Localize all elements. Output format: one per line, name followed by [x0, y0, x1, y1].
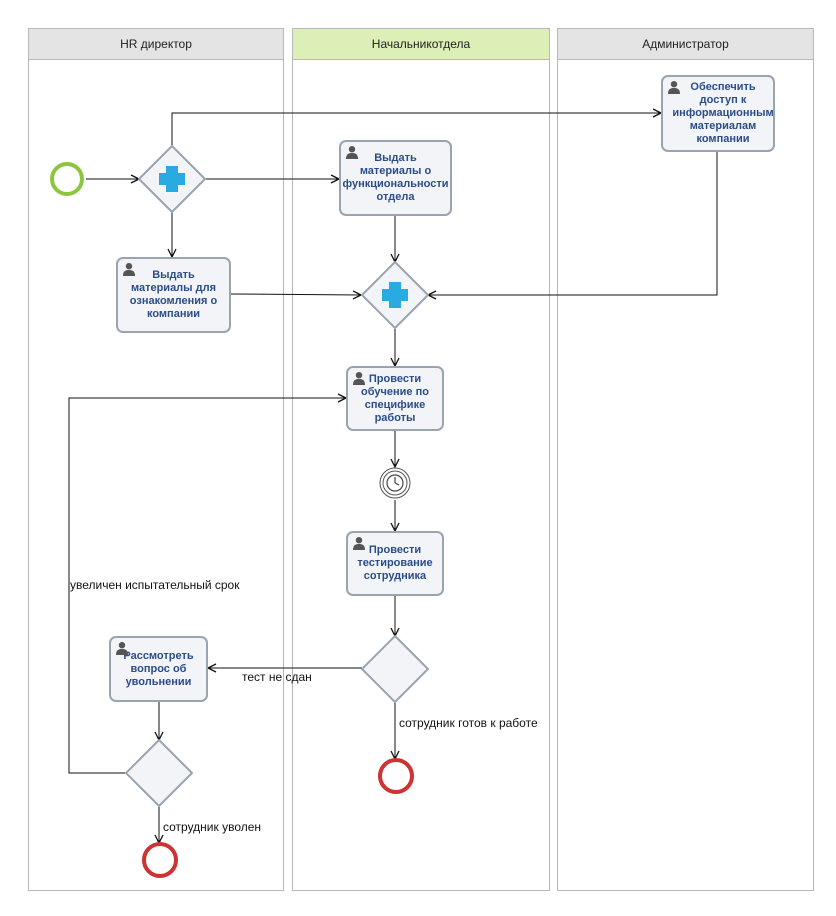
plus-icon [159, 166, 185, 192]
user-icon [353, 372, 365, 385]
lane-header-administrator: Администратор [558, 29, 813, 60]
sequence-flows [68, 113, 718, 843]
flow-company-materials-to-join [230, 294, 361, 295]
flow-loop-to-training [68, 398, 346, 774]
lane-header-department-head: Начальникотдела [293, 29, 549, 60]
task-conduct-testing[interactable]: Провести тестирование сотрудника [346, 531, 444, 596]
task-label: Провести тестирование сотрудника [357, 544, 433, 582]
end-event-dismissed [142, 842, 178, 878]
user-icon [346, 146, 358, 159]
task-label: Провести обучение по специфике работы [361, 372, 429, 424]
label-employee-ready: сотрудник готов к работе [399, 716, 538, 730]
lane-department-head: Начальникотдела [292, 28, 550, 891]
parallel-join-gateway [361, 261, 429, 329]
start-event [50, 162, 84, 196]
task-label: Рассмотреть вопрос об увольнении [123, 649, 194, 688]
flow-provide-access-to-join [428, 152, 718, 295]
task-conduct-training[interactable]: Провести обучение по специфике работы [346, 366, 444, 431]
label-probation-extended: увеличен испытательный срок [70, 578, 240, 592]
user-icon [668, 81, 680, 94]
exclusive-gateway-test-result [361, 635, 429, 703]
task-provide-access[interactable]: Обеспечить доступ к информационным матер… [661, 75, 775, 152]
task-label: Обеспечить доступ к информационным матер… [672, 81, 774, 145]
lane-administrator: Администратор [557, 28, 814, 891]
timer-event [379, 467, 411, 499]
exclusive-gateway-dismissal-decision [125, 739, 193, 807]
user-icon [116, 642, 128, 655]
label-employee-dismissed: сотрудник уволен [163, 820, 262, 834]
parallel-split-gateway [138, 145, 206, 213]
user-icon [123, 263, 135, 276]
task-label: Выдать материалы для ознакомления о комп… [129, 269, 218, 320]
task-label: Выдать материалы о функциональности отде… [342, 152, 449, 203]
task-consider-dismissal[interactable]: Рассмотреть вопрос об увольнении [109, 636, 208, 702]
task-issue-dept-materials[interactable]: Выдать материалы о функциональности отде… [339, 140, 452, 216]
user-icon [353, 537, 365, 550]
lane-header-hr-director: HR директор [29, 29, 283, 60]
end-event-ready [378, 758, 414, 794]
flow-split-to-provide-access [171, 113, 661, 147]
task-issue-company-materials[interactable]: Выдать материалы для ознакомления о комп… [116, 257, 231, 333]
plus-icon [382, 282, 408, 308]
label-test-failed: тест не сдан [242, 670, 312, 684]
